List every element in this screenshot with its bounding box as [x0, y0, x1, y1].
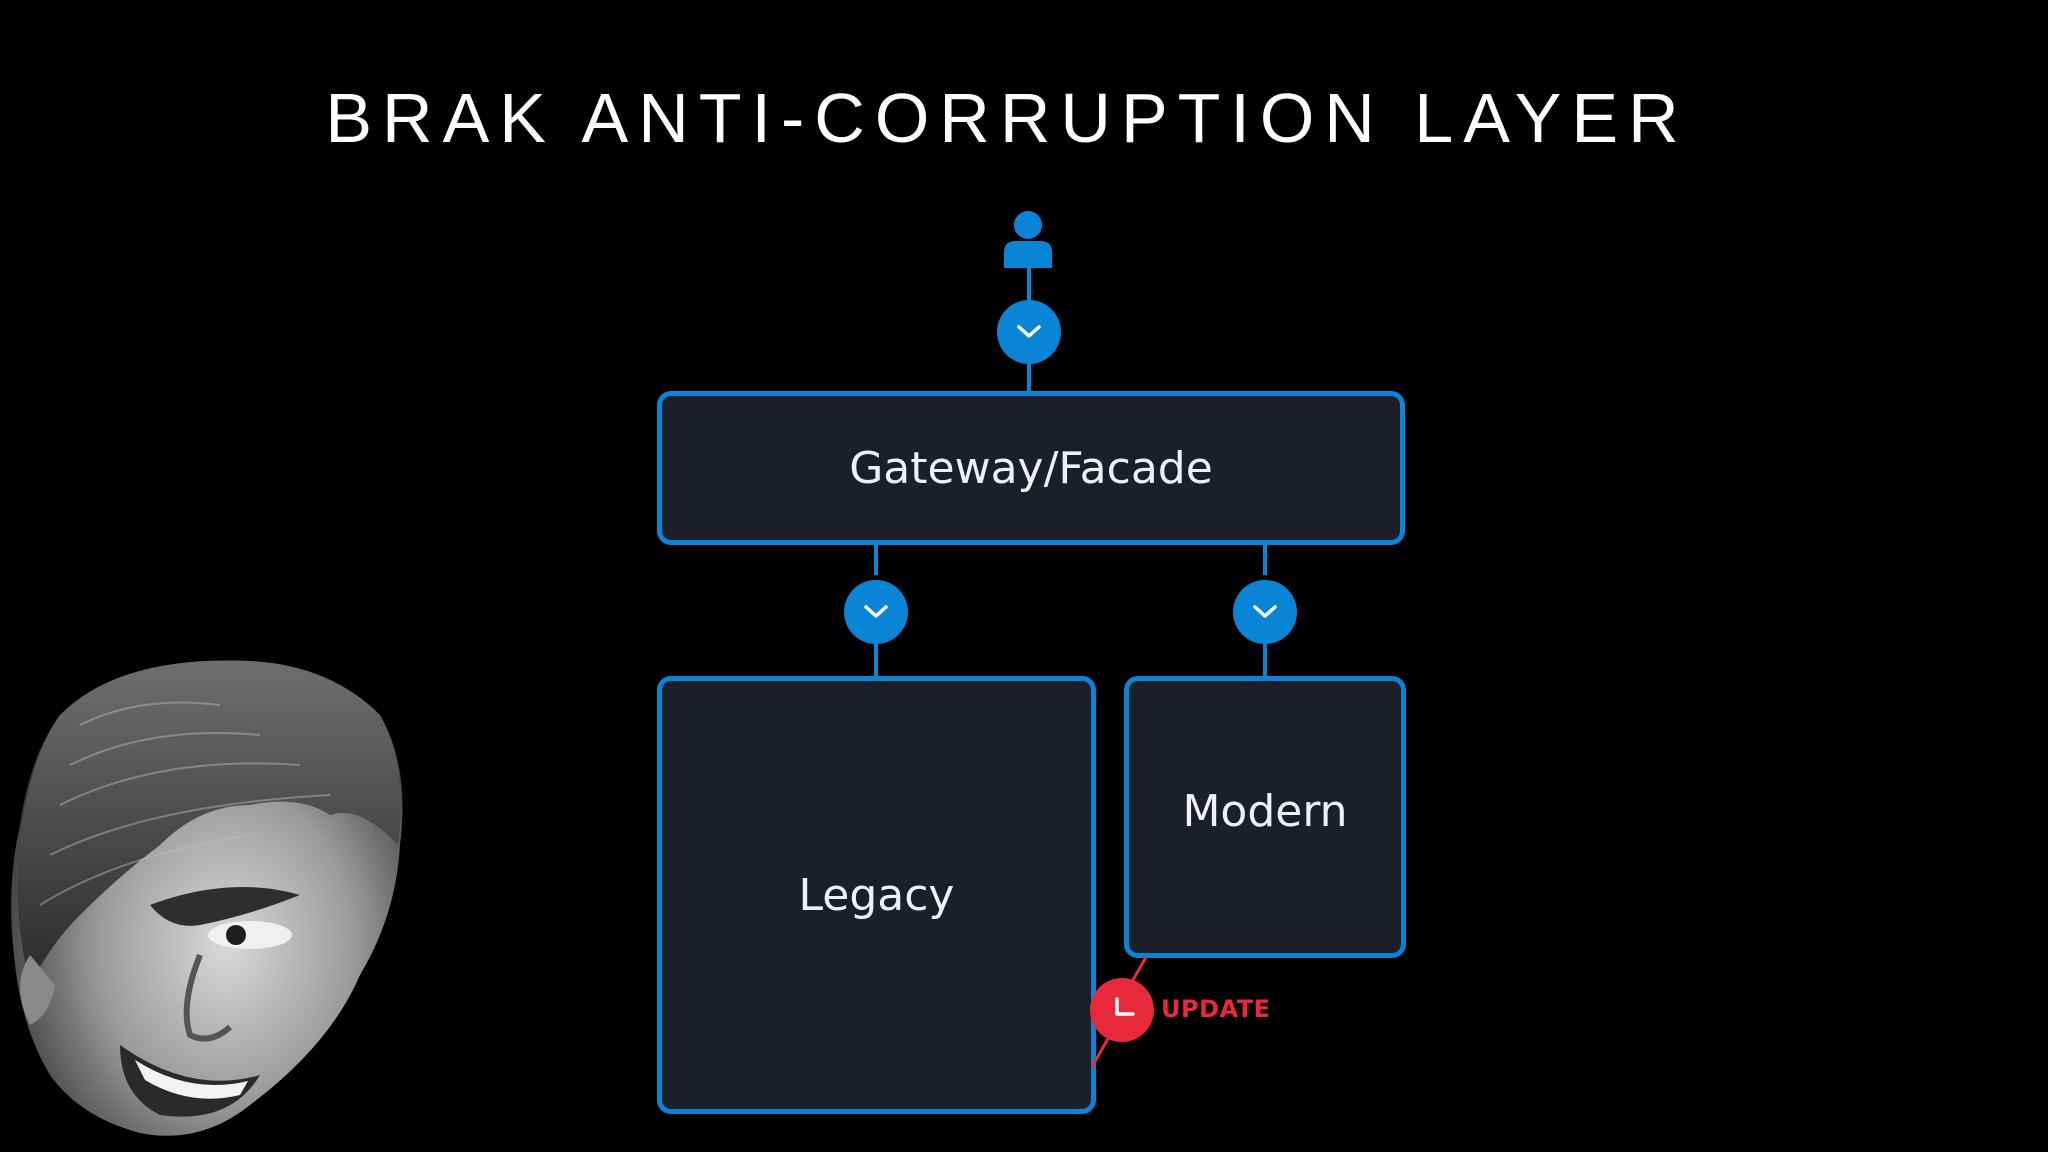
legacy-connector-top — [874, 545, 878, 575]
chevron-down-icon — [1253, 605, 1277, 618]
legacy-connector-bottom — [874, 644, 878, 678]
clock-icon — [1115, 997, 1135, 1016]
update-label: UPDATE — [1161, 995, 1271, 1023]
modern-label: Modern — [1182, 785, 1348, 837]
gateway-facade-box: Gateway/Facade — [657, 391, 1405, 545]
user-icon — [1004, 211, 1052, 268]
user-connector — [1027, 268, 1031, 302]
modern-connector-bottom — [1263, 644, 1267, 678]
legacy-label: Legacy — [798, 869, 955, 921]
face-cutout-image — [11, 660, 403, 1136]
modern-connector-top — [1263, 545, 1267, 575]
gateway-entry-connector — [1027, 363, 1031, 393]
modern-box: Modern — [1124, 676, 1406, 958]
slide-title: BRAK ANTI-CORRUPTION LAYER — [325, 79, 1689, 157]
legacy-box: Legacy — [657, 676, 1096, 1114]
gateway-label: Gateway/Facade — [849, 442, 1213, 494]
modern-flow-node — [1233, 580, 1297, 644]
chevron-down-icon — [1017, 325, 1041, 338]
entry-flow-node — [997, 300, 1061, 364]
legacy-flow-node — [844, 580, 908, 644]
update-node — [1090, 978, 1154, 1042]
chevron-down-icon — [864, 605, 888, 618]
